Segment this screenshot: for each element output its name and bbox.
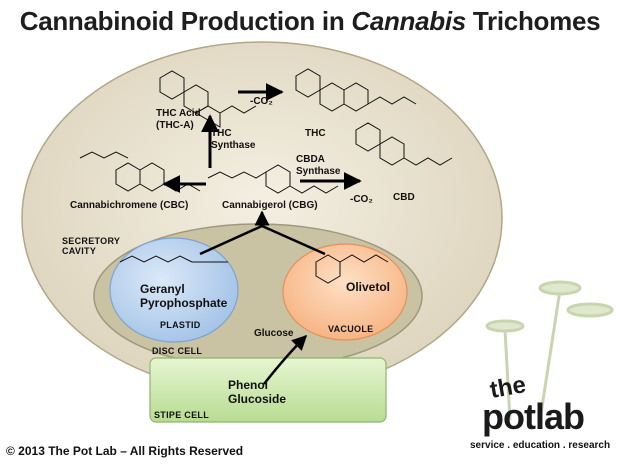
arrow-branch-geranyl bbox=[199, 224, 263, 256]
cbc-label: Cannabichromene (CBC) bbox=[70, 200, 189, 211]
phenol-line1: Phenol bbox=[228, 378, 269, 392]
logo-potlab-text: potlab bbox=[482, 396, 585, 437]
vacuole-label: VACUOLE bbox=[328, 324, 374, 334]
title-text-part1: Cannabinoid Production in bbox=[19, 6, 352, 36]
thc-label: THC bbox=[305, 128, 326, 139]
title-text-part2: Trichomes bbox=[465, 6, 601, 36]
geranyl-line2: Pyrophosphate bbox=[140, 296, 228, 310]
page-title: Cannabinoid Production in Cannabis Trich… bbox=[0, 6, 620, 37]
logo-plant-icon bbox=[485, 280, 614, 421]
plastid-label: PLASTID bbox=[160, 320, 201, 330]
thca-label: THC Acid(THC-A) bbox=[156, 108, 201, 132]
cbd-structure bbox=[355, 122, 453, 166]
co2-thc-label: -CO₂ bbox=[250, 96, 273, 107]
thc-synthase-line2: Synthase bbox=[211, 140, 256, 151]
stipe-cell bbox=[149, 357, 387, 423]
cbg-label: Cannabigerol (CBG) bbox=[222, 200, 318, 211]
glucose-label: Glucose bbox=[254, 328, 294, 339]
cbda-synthase-line1: CBDA bbox=[296, 154, 325, 165]
vacuole bbox=[282, 243, 408, 341]
disc-cell-label: DISC CELL bbox=[152, 346, 203, 356]
cbda-synthase-line2: Synthase bbox=[296, 166, 341, 177]
geranyl-structure bbox=[119, 255, 228, 263]
copyright-text: © 2013 The Pot Lab – All Rights Reserved bbox=[6, 444, 244, 458]
olivetol-structure bbox=[315, 254, 389, 284]
arrow-glucose-to-olivetol bbox=[263, 334, 308, 385]
thca-label-line1: THC Acid bbox=[156, 108, 201, 119]
logo-tagline: service . education . research bbox=[470, 440, 611, 451]
cbg-structure bbox=[207, 164, 339, 194]
secretory-line1: SECRETORY bbox=[62, 236, 121, 246]
thc-synthase-line1: THC bbox=[211, 128, 232, 139]
olivetol-label: Olivetol bbox=[346, 280, 391, 294]
title-text-italic: Cannabis bbox=[351, 6, 466, 36]
plastid bbox=[109, 237, 239, 343]
phenol-line2: Glucoside bbox=[228, 392, 287, 406]
arrow-branch-olivetol bbox=[261, 224, 326, 256]
cbd-label: CBD bbox=[393, 192, 415, 203]
secretory-line2: CAVITY bbox=[62, 246, 97, 256]
thca-label-line2: (THC-A) bbox=[156, 120, 194, 131]
thc-structure bbox=[295, 68, 417, 112]
co2-cbd-label: -CO₂ bbox=[350, 194, 373, 205]
geranyl-line1: Geranyl bbox=[140, 282, 185, 296]
stipe-cell-label: STIPE CELL bbox=[154, 410, 210, 420]
